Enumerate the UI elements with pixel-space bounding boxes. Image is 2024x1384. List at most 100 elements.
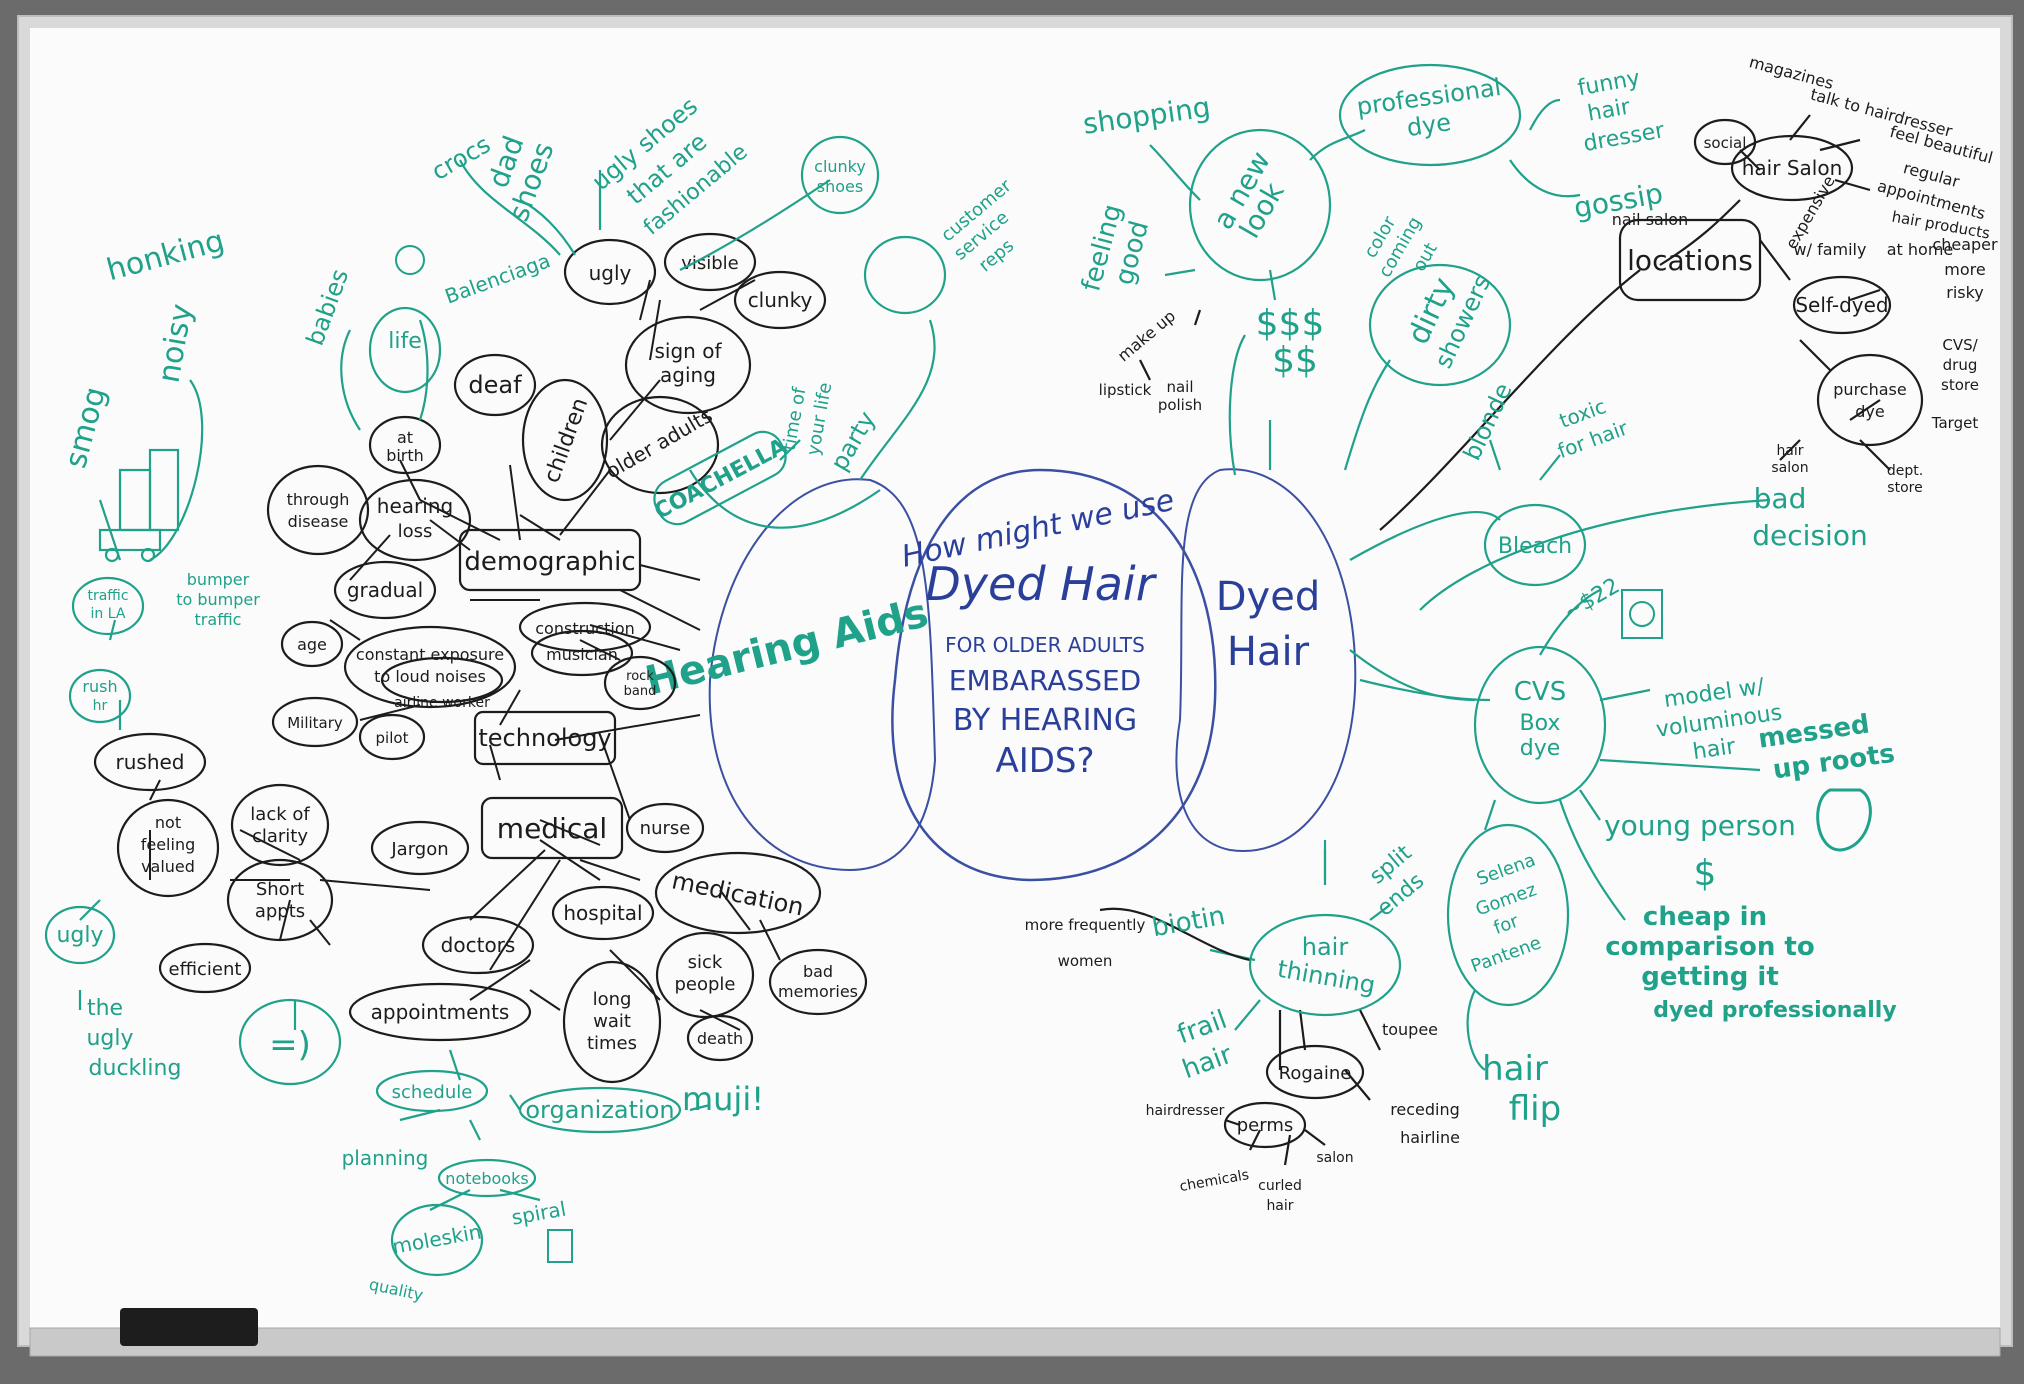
- label-hair-flip-1: hair: [1482, 1049, 1548, 1089]
- label-receding: receding: [1390, 1100, 1460, 1119]
- label-times: times: [587, 1033, 637, 1054]
- label-feeling: feeling: [141, 835, 196, 854]
- label-organization: organization: [525, 1096, 674, 1124]
- node-deaf[interactable]: [453, 353, 537, 417]
- node-moleskin[interactable]: [390, 1203, 484, 1277]
- label-lipstick: lipstick: [1099, 381, 1152, 399]
- node-clunky-shoes[interactable]: [800, 135, 880, 215]
- node-hair-thinning[interactable]: [1248, 913, 1402, 1017]
- node-medical[interactable]: [480, 796, 624, 860]
- node-ugly-green[interactable]: [44, 905, 116, 965]
- node-visible[interactable]: [663, 232, 757, 292]
- label-cvs: CVS: [1514, 677, 1566, 707]
- node-self-dyed[interactable]: [1792, 275, 1892, 335]
- node-technology[interactable]: [473, 710, 617, 766]
- baby-icon: [395, 245, 425, 275]
- node-life[interactable]: [368, 306, 442, 394]
- node-cvs-box-dye[interactable]: [1473, 645, 1607, 805]
- node-selena-gomez[interactable]: [1446, 823, 1570, 1007]
- label-dollar: $: [1694, 853, 1717, 894]
- city-doodle: [98, 448, 180, 563]
- label-band: band: [624, 684, 657, 699]
- node-sick-people[interactable]: [655, 931, 755, 1019]
- node-rush-hr[interactable]: [68, 668, 132, 724]
- node-short-appts[interactable]: [226, 858, 334, 942]
- label-bleach: Bleach: [1498, 534, 1572, 559]
- node-organization[interactable]: [518, 1086, 682, 1134]
- node-through-disease[interactable]: [266, 464, 370, 556]
- node-ugly[interactable]: [563, 238, 657, 306]
- node-coachella[interactable]: [647, 425, 792, 531]
- node-medication[interactable]: [654, 851, 822, 935]
- node-clunky[interactable]: [733, 270, 827, 330]
- node-sign-of-aging[interactable]: [624, 315, 752, 415]
- node-traffic-in-la[interactable]: [71, 576, 145, 636]
- label-dept-store: store: [1887, 480, 1922, 496]
- node-purchase-dye[interactable]: [1816, 353, 1924, 447]
- node-hospital[interactable]: [551, 885, 655, 941]
- label-birth: birth: [386, 446, 424, 465]
- label-box: Box: [1520, 711, 1561, 736]
- label-death: death: [697, 1029, 743, 1048]
- label-flip: flip: [1509, 1089, 1561, 1129]
- label-dye: dye: [1405, 108, 1453, 142]
- label-bad-dec: bad: [1754, 482, 1807, 515]
- node-rushed[interactable]: [93, 732, 207, 792]
- node-efficient[interactable]: [158, 942, 252, 994]
- node-rock-band[interactable]: [603, 655, 677, 711]
- label-ugly-green: ugly: [56, 923, 103, 948]
- label-military: Military: [287, 714, 343, 732]
- node-doctors[interactable]: [421, 915, 535, 975]
- node-long-wait-times[interactable]: [562, 960, 662, 1084]
- center-cluster: [708, 468, 1357, 882]
- node-pilot[interactable]: [358, 713, 426, 761]
- node-schedule[interactable]: [375, 1069, 489, 1113]
- label-loss: loss: [398, 521, 433, 542]
- node-hair-salon[interactable]: [1730, 134, 1854, 202]
- node-gradual[interactable]: [333, 560, 437, 620]
- node-older-adults[interactable]: [600, 395, 720, 495]
- node-military[interactable]: [271, 696, 359, 748]
- node-hearing-loss[interactable]: [358, 478, 472, 562]
- label-appointments: appointments: [371, 1000, 510, 1024]
- node-bad-memories[interactable]: [768, 948, 868, 1016]
- node-dirty-showers[interactable]: [1368, 263, 1512, 387]
- label-technology: technology: [478, 724, 611, 752]
- node-locations[interactable]: [1618, 218, 1762, 302]
- node-demographic[interactable]: [458, 528, 642, 592]
- node-at-birth[interactable]: [368, 415, 442, 475]
- node-professional-dye[interactable]: [1338, 63, 1522, 167]
- node-death[interactable]: [686, 1014, 754, 1062]
- node-nurse[interactable]: [625, 802, 705, 854]
- node-bleach[interactable]: [1483, 503, 1587, 587]
- node-jargon[interactable]: [370, 820, 470, 876]
- node-a-new-look[interactable]: [1188, 128, 1332, 282]
- node-constant-exposure[interactable]: [343, 625, 517, 709]
- node-age[interactable]: [280, 620, 344, 668]
- label-bumper: bumper: [187, 570, 250, 589]
- label-valued: valued: [141, 857, 195, 876]
- label-hearing: hearing: [377, 494, 453, 518]
- node-construction[interactable]: [518, 601, 652, 653]
- node-smiley-face[interactable]: [238, 998, 342, 1086]
- label-short: Short: [256, 879, 304, 900]
- label-musician: musician: [546, 645, 618, 664]
- node-children[interactable]: [521, 378, 609, 502]
- node-notebooks[interactable]: [437, 1158, 537, 1198]
- node-musician[interactable]: [530, 629, 634, 677]
- label-hairdresser: hairdresser: [1146, 1103, 1225, 1119]
- label-dyed-prof: dyed professionally: [1653, 998, 1896, 1023]
- left-nodes: [93, 232, 868, 1084]
- node-appointments[interactable]: [348, 982, 532, 1042]
- node-social[interactable]: [1693, 118, 1757, 166]
- node-customer-smiley[interactable]: [863, 235, 947, 315]
- eraser[interactable]: [120, 1308, 258, 1346]
- node-airline-worker[interactable]: [380, 656, 504, 704]
- node-perms[interactable]: [1223, 1101, 1307, 1149]
- label-long: long: [593, 989, 632, 1010]
- node-lack-of-clarity[interactable]: [230, 783, 330, 867]
- node-not-feeling-valued[interactable]: [116, 798, 220, 898]
- center-line5: BY HEARING: [953, 703, 1137, 738]
- node-rogaine[interactable]: [1265, 1044, 1365, 1100]
- label-pilot: pilot: [376, 729, 409, 747]
